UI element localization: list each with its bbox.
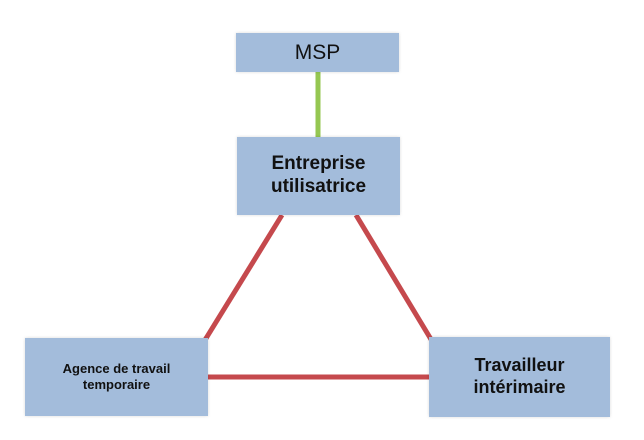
node-travailleur-label-line2: intérimaire bbox=[473, 377, 566, 397]
node-entreprise-utilisatrice: Entreprise utilisatrice bbox=[237, 137, 400, 215]
node-travailleur-label-line1: Travailleur bbox=[474, 355, 565, 376]
node-agence-label-line2: temporaire bbox=[82, 377, 151, 392]
node-travailleur-interimaire: Travailleur intérimaire bbox=[429, 337, 610, 417]
node-entreprise-label-line1: Entreprise bbox=[271, 153, 366, 175]
node-agence-de-travail-temporaire: Agence de travail temporaire bbox=[25, 338, 208, 416]
node-msp: MSP bbox=[236, 33, 399, 72]
node-agence-label-line1: Agence de travail bbox=[62, 361, 171, 377]
link-entreprise-agence bbox=[202, 213, 285, 342]
node-msp-label: MSP bbox=[294, 40, 341, 64]
node-entreprise-label-line2: utilisatrice bbox=[270, 176, 367, 197]
link-entreprise-travailleur bbox=[353, 213, 435, 343]
